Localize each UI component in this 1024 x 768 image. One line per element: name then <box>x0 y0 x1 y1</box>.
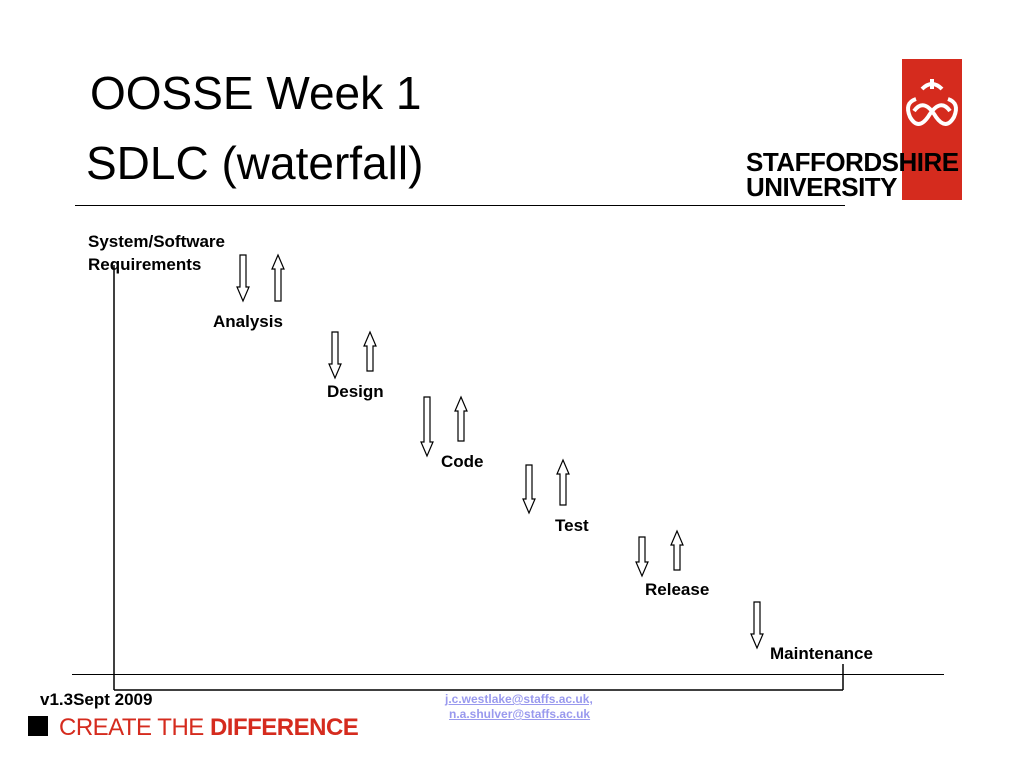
version-label: v1.3Sept 2009 <box>40 690 153 709</box>
stage-maintenance: Maintenance <box>770 644 873 663</box>
logo-wordmark-line2: UNIVERSITY <box>746 172 898 202</box>
slide-subtitle: SDLC (waterfall) <box>86 137 424 189</box>
stage-analysis: Analysis <box>213 312 283 331</box>
stage-release: Release <box>645 580 710 599</box>
contact-email-2[interactable]: n.a.shulver@staffs.ac.uk <box>449 707 591 721</box>
bottom-divider <box>72 674 944 675</box>
down-arrow-icon <box>635 536 649 578</box>
stage-test: Test <box>555 516 589 535</box>
up-arrow-icon <box>670 529 684 571</box>
up-arrow-icon <box>454 395 468 442</box>
slogan-bold: DIFFERENCE <box>209 714 359 741</box>
stage-design: Design <box>327 382 384 401</box>
up-arrow-icon <box>271 253 285 302</box>
down-arrow-icon <box>750 601 764 650</box>
university-crest-icon <box>902 59 962 200</box>
down-arrow-icon <box>236 254 250 303</box>
up-arrow-icon <box>363 330 377 372</box>
slogan-thin: CREATE THE <box>59 714 210 741</box>
down-arrow-icon <box>522 464 536 515</box>
top-divider <box>75 205 845 206</box>
down-arrow-icon <box>420 396 434 458</box>
slide-title: OOSSE Week 1 <box>90 67 422 119</box>
stage-requirements-line2: Requirements <box>88 255 202 274</box>
slogan: CREATE THE DIFFERENCE <box>59 714 359 742</box>
down-arrow-icon <box>328 331 342 380</box>
stage-requirements: System/Software Requirements <box>88 230 225 276</box>
up-arrow-icon <box>556 458 570 506</box>
stage-code: Code <box>441 452 484 471</box>
stage-requirements-line1: System/Software <box>88 232 225 251</box>
contact-email-1[interactable]: j.c.westlake@staffs.ac.uk, <box>445 692 593 706</box>
slogan-square-icon <box>28 716 48 736</box>
logo-wordmark-line1: STAFFORDSHIRE <box>746 147 959 177</box>
